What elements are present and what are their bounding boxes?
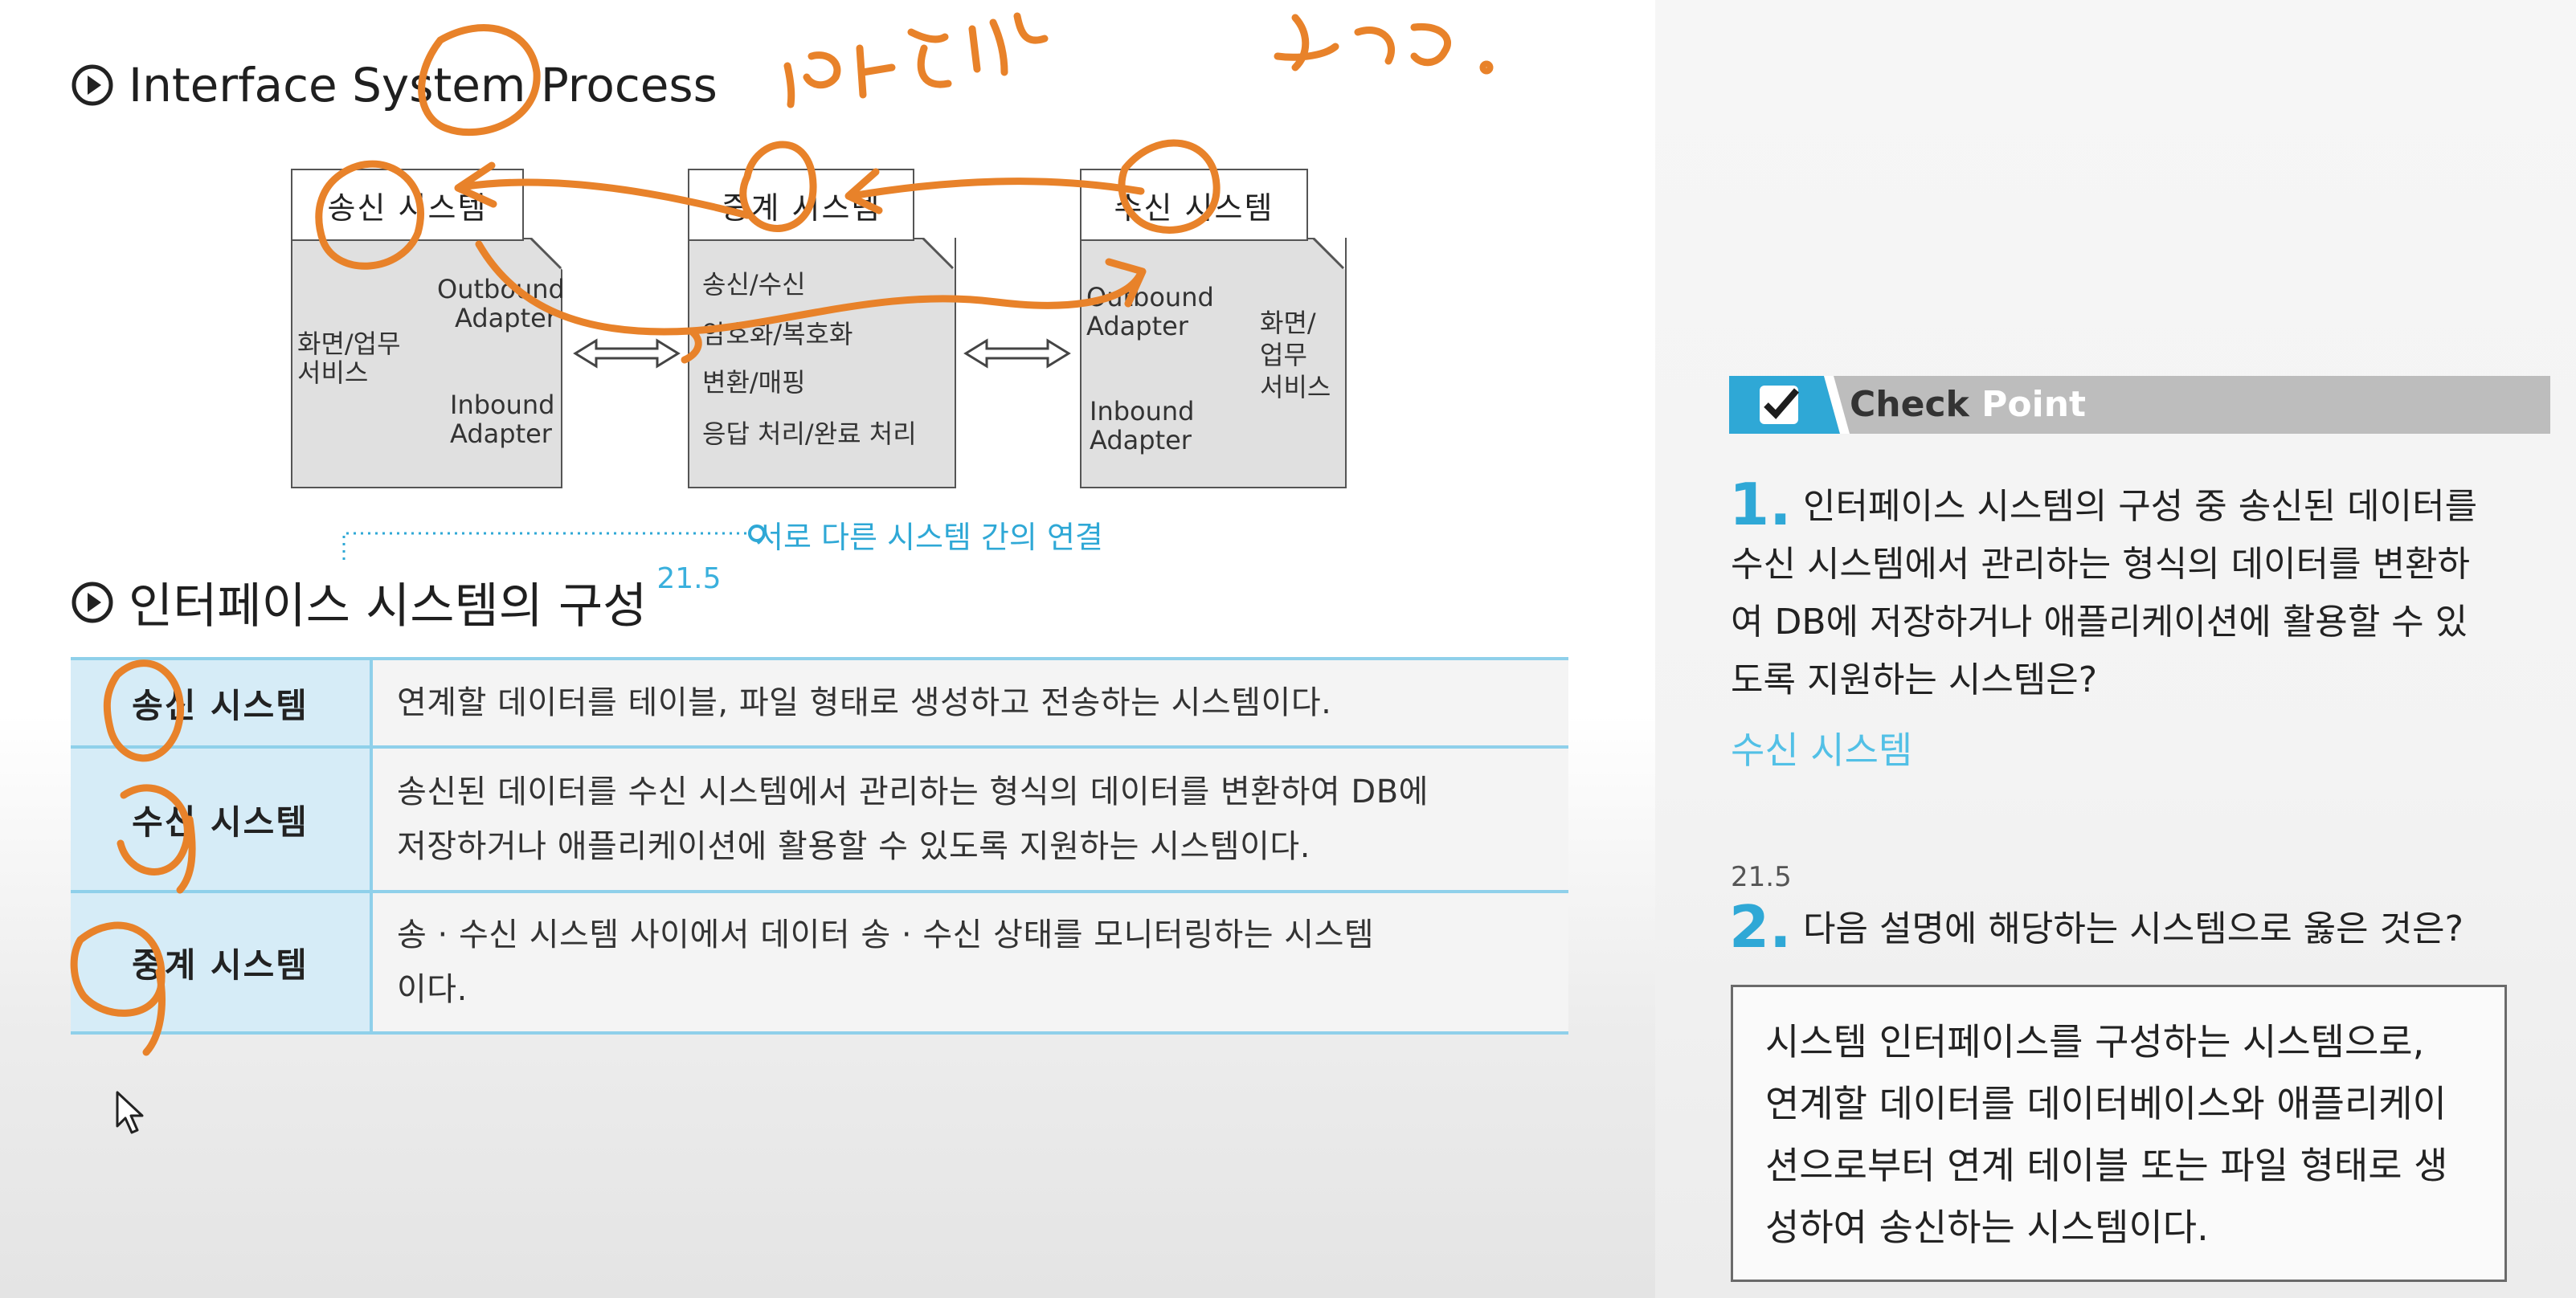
q1-line-4: 도록 지원하는 시스템은?: [1731, 659, 2098, 700]
receiver-outbound-2: Adapter: [1086, 311, 1188, 341]
q2-box-line: 연계할 데이터를 데이터베이스와 애플리케이: [1765, 1082, 2447, 1125]
composition-section-title: 인터페이스 시스템의 구성 21.5: [71, 562, 722, 637]
q2-box-line: 시스템 인터페이스를 구성하는 시스템으로,: [1765, 1020, 2425, 1063]
row-desc: 연계할 데이터를 테이블, 파일 형태로 생성하고 전송하는 시스템이다.: [371, 659, 1568, 747]
composition-table: 송신 시스템 연계할 데이터를 테이블, 파일 형태로 생성하고 전송하는 시스…: [71, 657, 1568, 1035]
row-desc: 송 · 수신 시스템 사이에서 데이터 송 · 수신 상태를 모니터링하는 시스…: [371, 892, 1568, 1033]
table-row: 송신 시스템 연계할 데이터를 테이블, 파일 형태로 생성하고 전송하는 시스…: [71, 659, 1568, 747]
relay-corner: [922, 238, 955, 270]
q2-number: 2.: [1729, 893, 1792, 961]
circle-play-icon: [72, 64, 113, 106]
receiver-outbound-1: Outbound: [1086, 282, 1214, 312]
q2-box-line: 성하여 송신하는 시스템이다.: [1765, 1206, 2209, 1249]
q1-line-1: 인터페이스 시스템의 구성 중 송신된 데이터를: [1803, 486, 2478, 527]
sender-left-text-1: 화면/업무: [297, 329, 401, 359]
double-arrow-left: [573, 338, 681, 369]
diagram-caption: 서로 다른 시스템 간의 연결: [755, 520, 1103, 555]
sender-outbound-1: Outbound: [437, 274, 565, 304]
checkpoint-label-check: Check: [1850, 384, 1969, 425]
relay-line-1: 송신/수신: [702, 269, 806, 300]
q2-box-line: 션으로부터 연계 테이블 또는 파일 형태로 생: [1765, 1144, 2448, 1187]
mouse-cursor-icon: [116, 1091, 144, 1134]
q2-exam-ref: 21.5: [1731, 861, 1792, 893]
sender-left-text-2: 서비스: [297, 357, 369, 388]
receiver-right-text-2: 업무: [1260, 340, 1307, 370]
process-title-text: Interface System Process: [129, 58, 718, 112]
receiver-right-text-3: 서비스: [1260, 372, 1331, 402]
row-term: 중계 시스템: [71, 892, 373, 1033]
row-desc-line: 저장하거나 애플리케이션에 활용할 수 있도록 지원하는 시스템이다.: [397, 828, 1310, 865]
receiver-corner: [1313, 238, 1345, 270]
q1-line-2: 수신 시스템에서 관리하는 형식의 데이터를 변환하: [1731, 544, 2471, 585]
process-section-title: Interface System Process: [71, 58, 718, 112]
sender-corner: [530, 238, 562, 270]
row-term: 수신 시스템: [71, 747, 373, 892]
receiver-inbound-2: Adapter: [1090, 425, 1192, 455]
sender-system-label: 송신 시스템: [291, 169, 524, 241]
checkpoint-label: Check Point: [1850, 379, 2086, 431]
q1-line-3: 여 DB에 저장하거나 애플리케이션에 활용할 수 있: [1731, 602, 2468, 643]
checkpoint-banner: Check Point: [1729, 376, 2550, 434]
row-desc-line: 이다.: [397, 971, 468, 1008]
circle-play-icon: [72, 582, 113, 622]
double-arrow-right: [963, 338, 1071, 369]
table-row: 수신 시스템 송신된 데이터를 수신 시스템에서 관리하는 형식의 데이터를 변…: [71, 747, 1568, 892]
row-desc-line: 연계할 데이터를 테이블, 파일 형태로 생성하고 전송하는 시스템이다.: [397, 684, 1332, 721]
receiver-right-text-1: 화면/: [1260, 308, 1316, 338]
relay-system-label: 중계 시스템: [688, 169, 914, 241]
row-desc-line: 송 · 수신 시스템 사이에서 데이터 송 · 수신 상태를 모니터링하는 시스…: [397, 916, 1375, 953]
receiver-inbound-1: Inbound: [1090, 396, 1195, 427]
composition-title-text: 인터페이스 시스템의 구성: [129, 578, 648, 635]
composition-exam-ref: 21.5: [656, 562, 722, 595]
q1-number: 1.: [1729, 471, 1792, 538]
relay-line-4: 응답 처리/완료 처리: [702, 418, 917, 449]
checkpoint-label-point: Point: [1981, 384, 2087, 425]
row-desc: 송신된 데이터를 수신 시스템에서 관리하는 형식의 데이터를 변환하여 DB에…: [371, 747, 1568, 892]
q2-description-box: 시스템 인터페이스를 구성하는 시스템으로, 연계할 데이터를 데이터베이스와 …: [1731, 985, 2507, 1282]
sender-outbound-2: Adapter: [455, 303, 557, 333]
receiver-system-label: 수신 시스템: [1080, 169, 1308, 241]
q2-question: 다음 설명에 해당하는 시스템으로 옳은 것은?: [1803, 908, 2464, 949]
row-term: 송신 시스템: [71, 659, 373, 747]
textbook-left-page: Interface System Process 송신 시스: [0, 0, 1655, 1298]
relay-line-2: 암호화/복호화: [702, 319, 853, 349]
table-row: 중계 시스템 송 · 수신 시스템 사이에서 데이터 송 · 수신 상태를 모니…: [71, 892, 1568, 1033]
sender-inbound-1: Inbound: [450, 390, 555, 420]
q1-answer: 수신 시스템: [1731, 729, 1913, 772]
relay-line-3: 변환/매핑: [702, 367, 806, 398]
row-desc-line: 송신된 데이터를 수신 시스템에서 관리하는 형식의 데이터를 변환하여 DB에: [397, 773, 1429, 810]
sender-inbound-2: Adapter: [450, 418, 552, 449]
check-icon: [1760, 386, 1800, 424]
